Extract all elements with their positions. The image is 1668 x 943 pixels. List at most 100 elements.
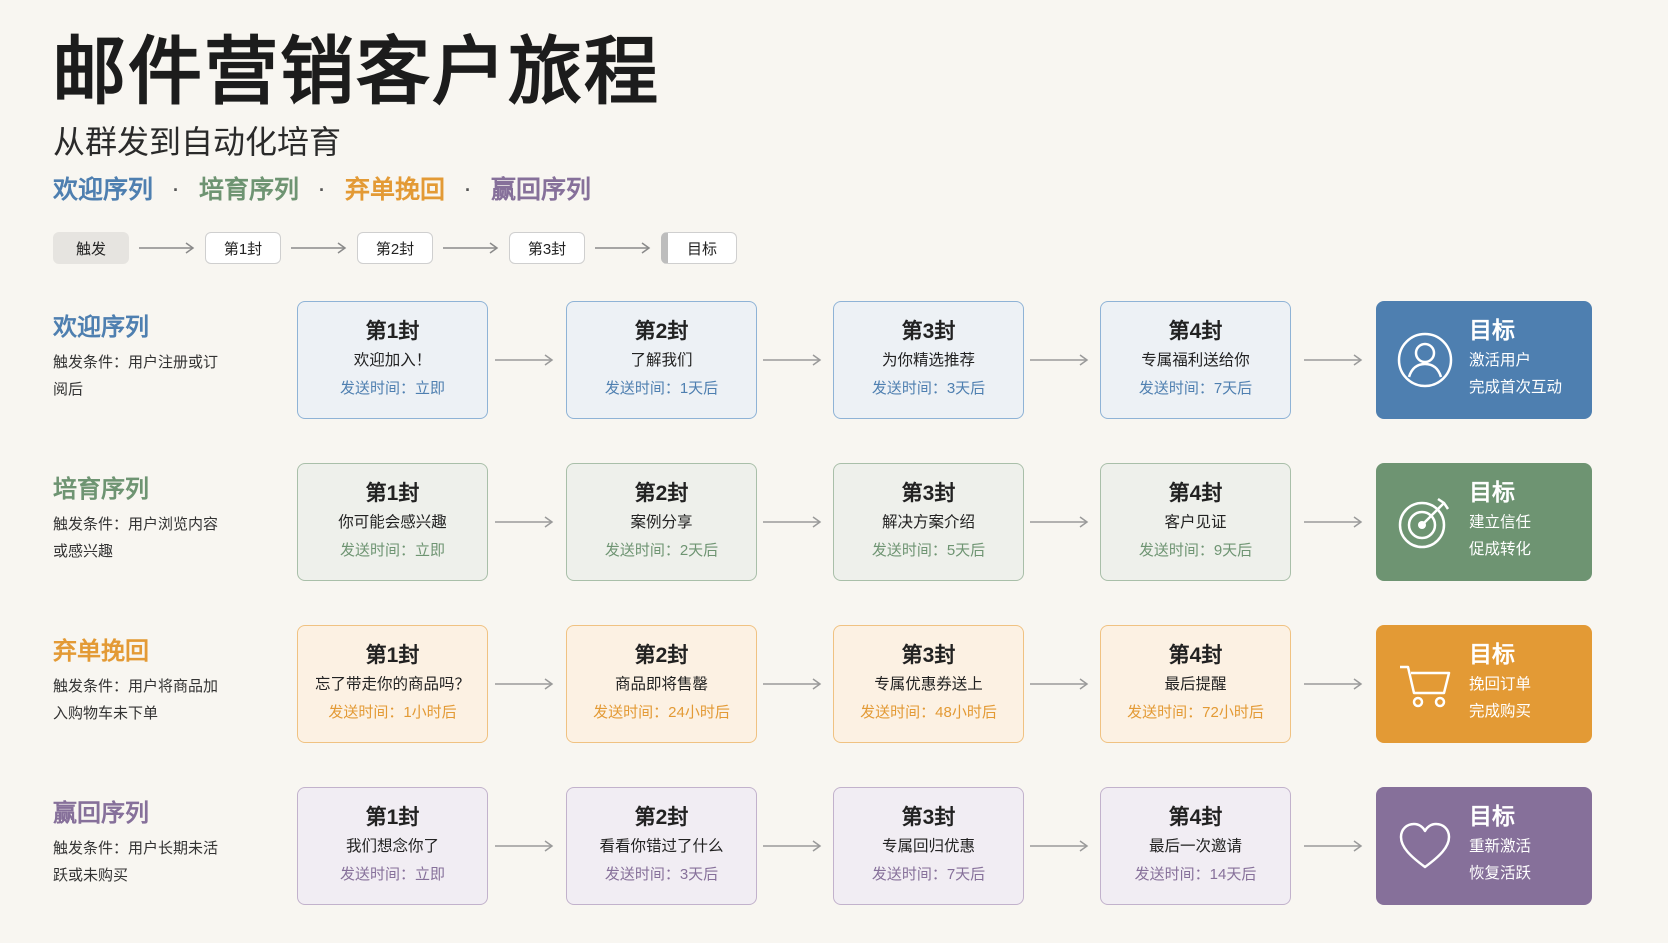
email-card-send-time: 发送时间：7天后 [1138, 380, 1253, 397]
email-card: 第4封 专属福利送给你 发送时间：7天后 [1100, 301, 1291, 419]
goal-text: 目标 重新激活 恢复活跃 [1469, 799, 1531, 887]
email-card-send-time: 发送时间：72小时后 [1127, 704, 1264, 721]
legend-separator: · [465, 180, 472, 200]
row-label: 欢迎序列 触发条件：用户注册或订阅后 [53, 311, 273, 403]
sequence-legend: 欢迎序列 · 培育序列 · 弃单挽回 · 赢回序列 [53, 172, 591, 208]
email-card-title: 第3封 [901, 644, 956, 667]
goal-title: 目标 [1469, 317, 1515, 343]
email-card: 第1封 你可能会感兴趣 发送时间：立即 [297, 463, 488, 581]
arrow-right-icon [1304, 516, 1363, 528]
mini-flow: 触发 第1封 第2封 第3封 目标 [53, 232, 737, 264]
email-card: 第2封 案例分享 发送时间：2天后 [566, 463, 757, 581]
row-label: 赢回序列 触发条件：用户长期未活跃或未购买 [53, 797, 273, 889]
email-card-title: 第1封 [365, 644, 420, 667]
goal-line: 恢复活跃 [1469, 865, 1532, 882]
email-card-title: 第4封 [1168, 482, 1223, 505]
arrow-right-icon [763, 840, 822, 852]
legend-item-welcome: 欢迎序列 [53, 176, 154, 204]
goal-title: 目标 [1469, 803, 1515, 829]
email-card: 第2封 了解我们 发送时间：1天后 [566, 301, 757, 419]
email-card-subject: 忘了带走你的商品吗？ [314, 676, 470, 693]
email-card-title: 第3封 [901, 806, 956, 829]
email-card-subject: 最后一次邀请 [1148, 838, 1242, 855]
email-card-subject: 解决方案介绍 [881, 514, 975, 531]
email-card-subject: 客户见证 [1164, 514, 1227, 531]
user-icon [1397, 332, 1453, 388]
email-card-send-time: 发送时间：立即 [339, 866, 445, 883]
email-card-send-time: 发送时间：14天后 [1134, 866, 1257, 883]
email-card: 第4封 最后一次邀请 发送时间：14天后 [1100, 787, 1291, 905]
goal-card: 目标 重新激活 恢复活跃 [1376, 787, 1592, 905]
email-card-send-time: 发送时间：24小时后 [593, 704, 730, 721]
sequence-row-nurture: 培育序列 触发条件：用户浏览内容或感兴趣 第1封 你可能会感兴趣 发送时间：立即… [0, 463, 1668, 581]
email-card-title: 第4封 [1168, 806, 1223, 829]
email-card: 第3封 为你精选推荐 发送时间：3天后 [833, 301, 1024, 419]
email-card-subject: 专属福利送给你 [1141, 352, 1250, 369]
arrow-right-icon [495, 354, 554, 366]
goal-text: 目标 建立信任 促成转化 [1469, 475, 1531, 563]
goal-line: 完成购买 [1469, 703, 1532, 720]
target-icon [1398, 497, 1450, 549]
goal-text: 目标 激活用户 完成首次互动 [1469, 313, 1562, 401]
email-card-title: 第2封 [634, 320, 689, 343]
arrow-right-icon [1030, 516, 1089, 528]
arrow-right-icon [1304, 678, 1363, 690]
email-card: 第3封 专属回归优惠 发送时间：7天后 [833, 787, 1024, 905]
goal-card: 目标 建立信任 促成转化 [1376, 463, 1592, 581]
goal-text: 目标 挽回订单 完成购买 [1469, 637, 1531, 725]
mini-flow-step-email-2: 第2封 [357, 232, 433, 264]
email-card: 第2封 看看你错过了什么 发送时间：3天后 [566, 787, 757, 905]
goal-line: 挽回订单 [1469, 676, 1532, 693]
legend-separator: · [173, 180, 180, 200]
goal-card: 目标 挽回订单 完成购买 [1376, 625, 1592, 743]
sequence-row-winback: 赢回序列 触发条件：用户长期未活跃或未购买 第1封 我们想念你了 发送时间：立即… [0, 787, 1668, 905]
row-name: 弃单挽回 [53, 638, 149, 665]
row-label: 培育序列 触发条件：用户浏览内容或感兴趣 [53, 473, 273, 565]
email-card-title: 第2封 [634, 644, 689, 667]
email-card: 第4封 客户见证 发送时间：9天后 [1100, 463, 1291, 581]
email-card-subject: 商品即将售罄 [614, 676, 708, 693]
email-card: 第3封 专属优惠券送上 发送时间：48小时后 [833, 625, 1024, 743]
email-card-title: 第3封 [901, 320, 956, 343]
goal-card: 目标 激活用户 完成首次互动 [1376, 301, 1592, 419]
mini-flow-step-goal: 目标 [661, 232, 737, 264]
arrow-right-icon [495, 678, 554, 690]
goal-line: 完成首次互动 [1469, 379, 1563, 396]
email-card: 第4封 最后提醒 发送时间：72小时后 [1100, 625, 1291, 743]
email-card-send-time: 发送时间：9天后 [1138, 542, 1253, 559]
email-card-send-time: 发送时间：立即 [339, 542, 445, 559]
email-card-subject: 我们想念你了 [345, 838, 439, 855]
legend-separator: · [319, 180, 326, 200]
arrow-right-icon [1304, 354, 1363, 366]
legend-item-winback: 赢回序列 [491, 176, 592, 204]
email-card-subject: 欢迎加入！ [353, 352, 432, 369]
arrow-right-icon [1030, 840, 1089, 852]
email-card-send-time: 发送时间：2天后 [604, 542, 719, 559]
email-card-title: 第4封 [1168, 320, 1223, 343]
email-card-send-time: 发送时间：3天后 [604, 866, 719, 883]
goal-line: 建立信任 [1469, 514, 1532, 531]
email-card-send-time: 发送时间：1天后 [604, 380, 719, 397]
email-card: 第1封 欢迎加入！ 发送时间：立即 [297, 301, 488, 419]
arrow-right-icon [763, 678, 822, 690]
email-card-subject: 看看你错过了什么 [599, 838, 724, 855]
arrow-right-icon [1030, 678, 1089, 690]
arrow-right-icon [291, 242, 347, 254]
email-card-title: 第2封 [634, 806, 689, 829]
email-card-title: 第2封 [634, 482, 689, 505]
arrow-right-icon [595, 242, 651, 254]
row-label: 弃单挽回 触发条件：用户将商品加入购物车未下单 [53, 635, 273, 727]
row-trigger-condition: 触发条件：用户浏览内容或感兴趣 [53, 516, 219, 560]
heart-icon [1399, 822, 1451, 869]
row-name: 培育序列 [53, 476, 149, 503]
row-trigger-condition: 触发条件：用户长期未活跃或未购买 [53, 840, 219, 884]
email-card-title: 第1封 [365, 482, 420, 505]
email-card-send-time: 发送时间：立即 [339, 380, 445, 397]
mini-flow-step-trigger: 触发 [53, 232, 129, 264]
email-card-send-time: 发送时间：7天后 [871, 866, 986, 883]
goal-line: 激活用户 [1469, 352, 1532, 369]
email-card-title: 第1封 [365, 806, 420, 829]
row-name: 赢回序列 [53, 800, 149, 827]
email-card-send-time: 发送时间：5天后 [871, 542, 986, 559]
